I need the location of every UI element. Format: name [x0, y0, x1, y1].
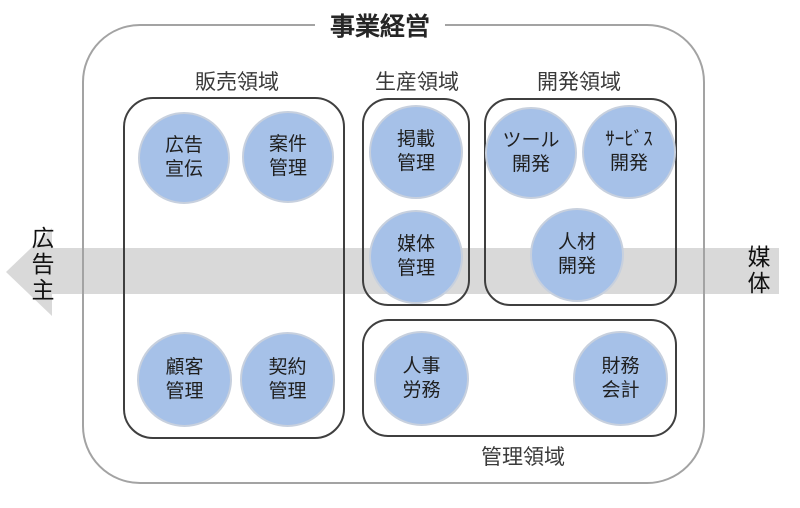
circle-case-management: 案件 管理	[242, 111, 334, 203]
circle-advertising-pr: 広告 宣伝	[138, 112, 230, 204]
actor-label-media: 媒体	[744, 245, 770, 297]
area-box-admin	[362, 319, 677, 437]
area-label-production: 生産領域	[375, 71, 459, 94]
area-label-development: 開発領域	[537, 71, 621, 94]
area-box-sales	[123, 97, 345, 439]
circle-finance-accounting: 財務 会計	[573, 331, 668, 426]
circle-listing-management: 掲載 管理	[369, 105, 463, 199]
circle-service-development: ｻｰﾋﾞｽ 開発	[582, 105, 676, 199]
area-label-sales: 販売領域	[195, 71, 279, 94]
actor-label-advertiser: 広告主	[28, 226, 54, 304]
circle-media-management: 媒体 管理	[369, 210, 463, 304]
circle-customer-management: 顧客 管理	[137, 332, 232, 427]
circle-contract-management: 契約 管理	[240, 332, 335, 427]
diagram-title: 事業経営	[314, 7, 446, 43]
circle-talent-development: 人材 開発	[530, 208, 624, 302]
area-box-production	[362, 98, 470, 306]
area-label-admin: 管理領域	[481, 446, 565, 469]
circle-hr-labor: 人事 労務	[374, 331, 469, 426]
area-box-development	[484, 98, 677, 306]
circle-tool-development: ツール 開発	[485, 107, 577, 199]
